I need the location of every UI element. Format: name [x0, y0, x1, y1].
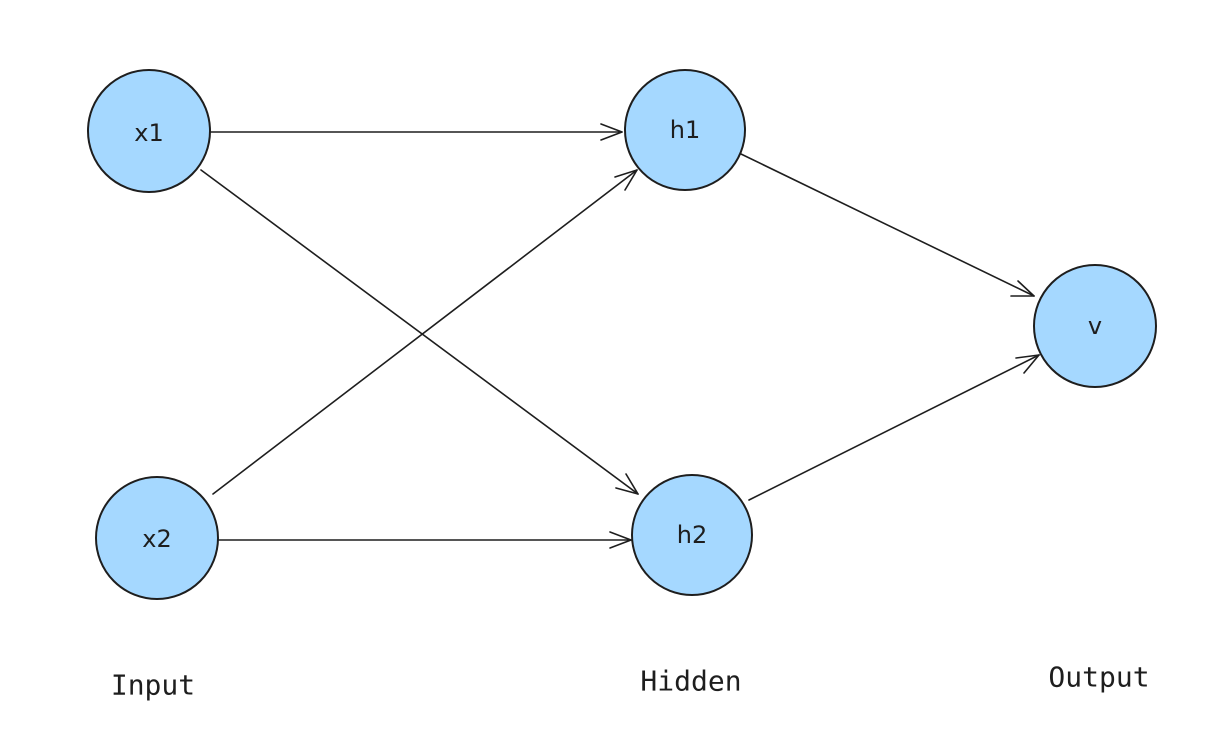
nodes: x1 x2 h1 h2 v	[87, 69, 1157, 600]
edge-h1-v	[740, 153, 1035, 297]
edge-h2-v	[748, 354, 1040, 501]
node-v: v	[1033, 264, 1157, 388]
node-x2-circle	[95, 476, 219, 600]
node-h1-circle	[624, 69, 746, 191]
node-v-circle	[1033, 264, 1157, 388]
node-h1: h1	[624, 69, 746, 191]
layer-labels: Input Hidden Output	[111, 661, 1150, 702]
edge-x2-h1	[212, 169, 638, 495]
layer-label-output: Output	[1048, 661, 1149, 694]
node-x1: x1	[87, 69, 211, 193]
edge-x1-h2	[200, 169, 639, 495]
layer-label-input: Input	[111, 669, 195, 702]
node-v-label: v	[1088, 312, 1102, 340]
node-h2-circle	[631, 474, 753, 596]
node-x2-label: x2	[142, 525, 171, 553]
node-h2: h2	[631, 474, 753, 596]
edges	[200, 123, 1040, 549]
node-h2-label: h2	[677, 521, 707, 549]
edge-x2-h2	[217, 531, 632, 549]
node-x1-label: x1	[134, 119, 163, 147]
layer-label-hidden: Hidden	[640, 665, 741, 698]
node-x1-circle	[87, 69, 211, 193]
edge-x1-h1	[209, 123, 623, 141]
node-h1-label: h1	[670, 116, 700, 144]
node-x2: x2	[95, 476, 219, 600]
